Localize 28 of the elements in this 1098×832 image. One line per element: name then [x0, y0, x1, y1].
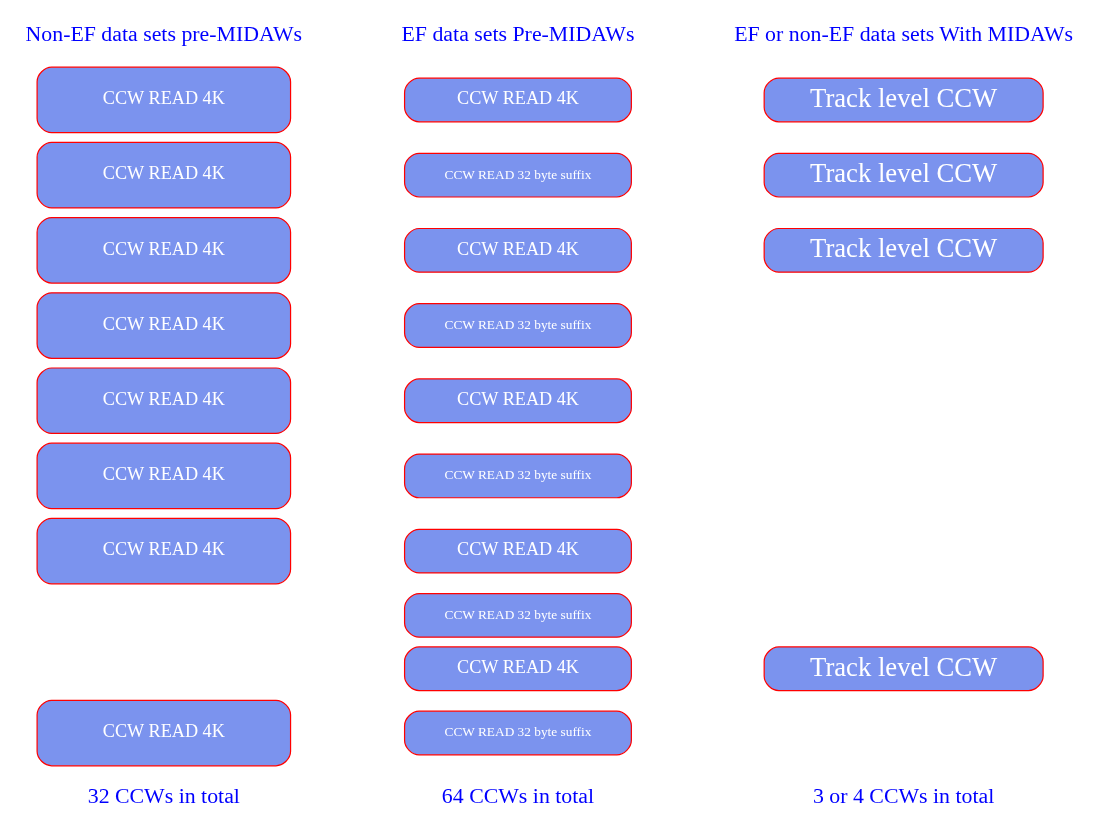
label: EF data sets Pre-MIDAWs	[401, 21, 634, 46]
node-box: CCW READ 4K	[403, 645, 632, 691]
node-box: CCW READ 32 byte suffix	[403, 453, 632, 498]
node-box: Track level CCW	[763, 645, 1044, 691]
label: Non-EF data sets pre-MIDAWs	[25, 21, 302, 46]
node-box: Track level CCW	[763, 227, 1044, 273]
node-box: CCW READ 4K	[36, 141, 291, 208]
label: 32 CCWs in total	[87, 783, 240, 808]
node-box: CCW READ 32 byte suffix	[403, 710, 632, 755]
node-box: CCW READ 4K	[36, 517, 291, 584]
label: EF or non-EF data sets With MIDAWs	[733, 21, 1073, 46]
node-box: CCW READ 4K	[36, 216, 291, 284]
node-box: Track level CCW	[763, 152, 1044, 198]
node-box: CCW READ 4K	[36, 291, 291, 359]
node-box: CCW READ 32 byte suffix	[403, 592, 632, 638]
label: 64 CCWs in total	[441, 783, 594, 808]
node-box: CCW READ 4K	[403, 528, 632, 574]
node-box: CCW READ 32 byte suffix	[403, 302, 632, 348]
node-box: CCW READ 4K	[403, 377, 632, 423]
node-box: CCW READ 32 byte suffix	[403, 152, 632, 198]
node-box: CCW READ 4K	[36, 366, 291, 434]
label: 3 or 4 CCWs in total	[812, 783, 994, 808]
node-box: CCW READ 4K	[36, 442, 291, 509]
node-box: Track level CCW	[763, 77, 1044, 122]
node-box: CCW READ 4K	[36, 66, 291, 133]
node-box: CCW READ 4K	[403, 227, 632, 273]
node-box: CCW READ 4K	[403, 77, 632, 122]
node-box: CCW READ 4K	[36, 699, 291, 766]
